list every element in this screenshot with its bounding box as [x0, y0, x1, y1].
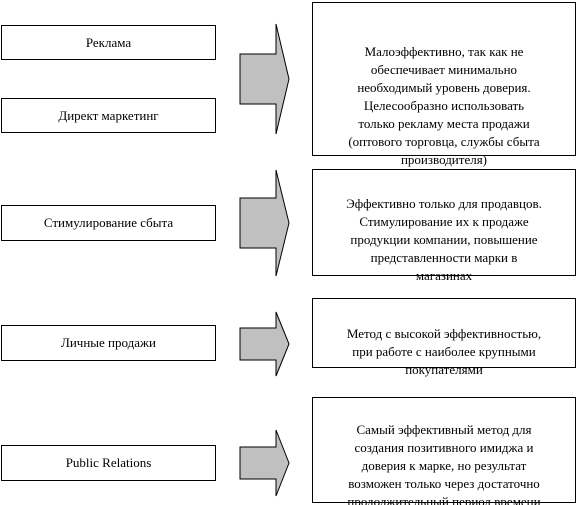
arrow-right-icon — [239, 169, 290, 277]
method-box-public-relations: Public Relations — [1, 445, 216, 481]
description-box-sales-promotion: Эффективно только для продавцов. Стимули… — [312, 169, 576, 283]
arrow-right-icon — [239, 429, 290, 497]
arrow-right-icon — [239, 311, 290, 377]
method-label: Личные продажи — [61, 335, 156, 350]
method-label: Стимулирование сбыта — [43, 215, 174, 230]
description-text: Эффективно только для продавцов. Стимули… — [346, 196, 542, 283]
method-box-direct-marketing: Директ маркетинг — [1, 98, 216, 133]
description-box-advertising-direct: Малоэффективно, так как не обеспечивает … — [312, 2, 576, 167]
arrow-right-icon — [239, 23, 290, 135]
method-label: Реклама — [85, 34, 132, 50]
method-label: Директ маркетинг — [58, 107, 159, 123]
method-box-personal-selling: Личные продажи — [1, 325, 216, 361]
description-text: Самый эффективный метод для создания поз… — [347, 422, 541, 505]
description-text: Метод с высокой эффективностью, при рабо… — [346, 326, 542, 377]
description-box-public-relations: Самый эффективный метод для создания поз… — [312, 397, 576, 505]
method-box-sales-promotion: Стимулирование сбыта — [1, 205, 216, 241]
description-text: Малоэффективно, так как не обеспечивает … — [348, 44, 540, 167]
description-box-personal-selling: Метод с высокой эффективностью, при рабо… — [312, 298, 576, 377]
method-label: Public Relations — [65, 455, 152, 470]
method-box-advertising: Реклама — [1, 25, 216, 60]
